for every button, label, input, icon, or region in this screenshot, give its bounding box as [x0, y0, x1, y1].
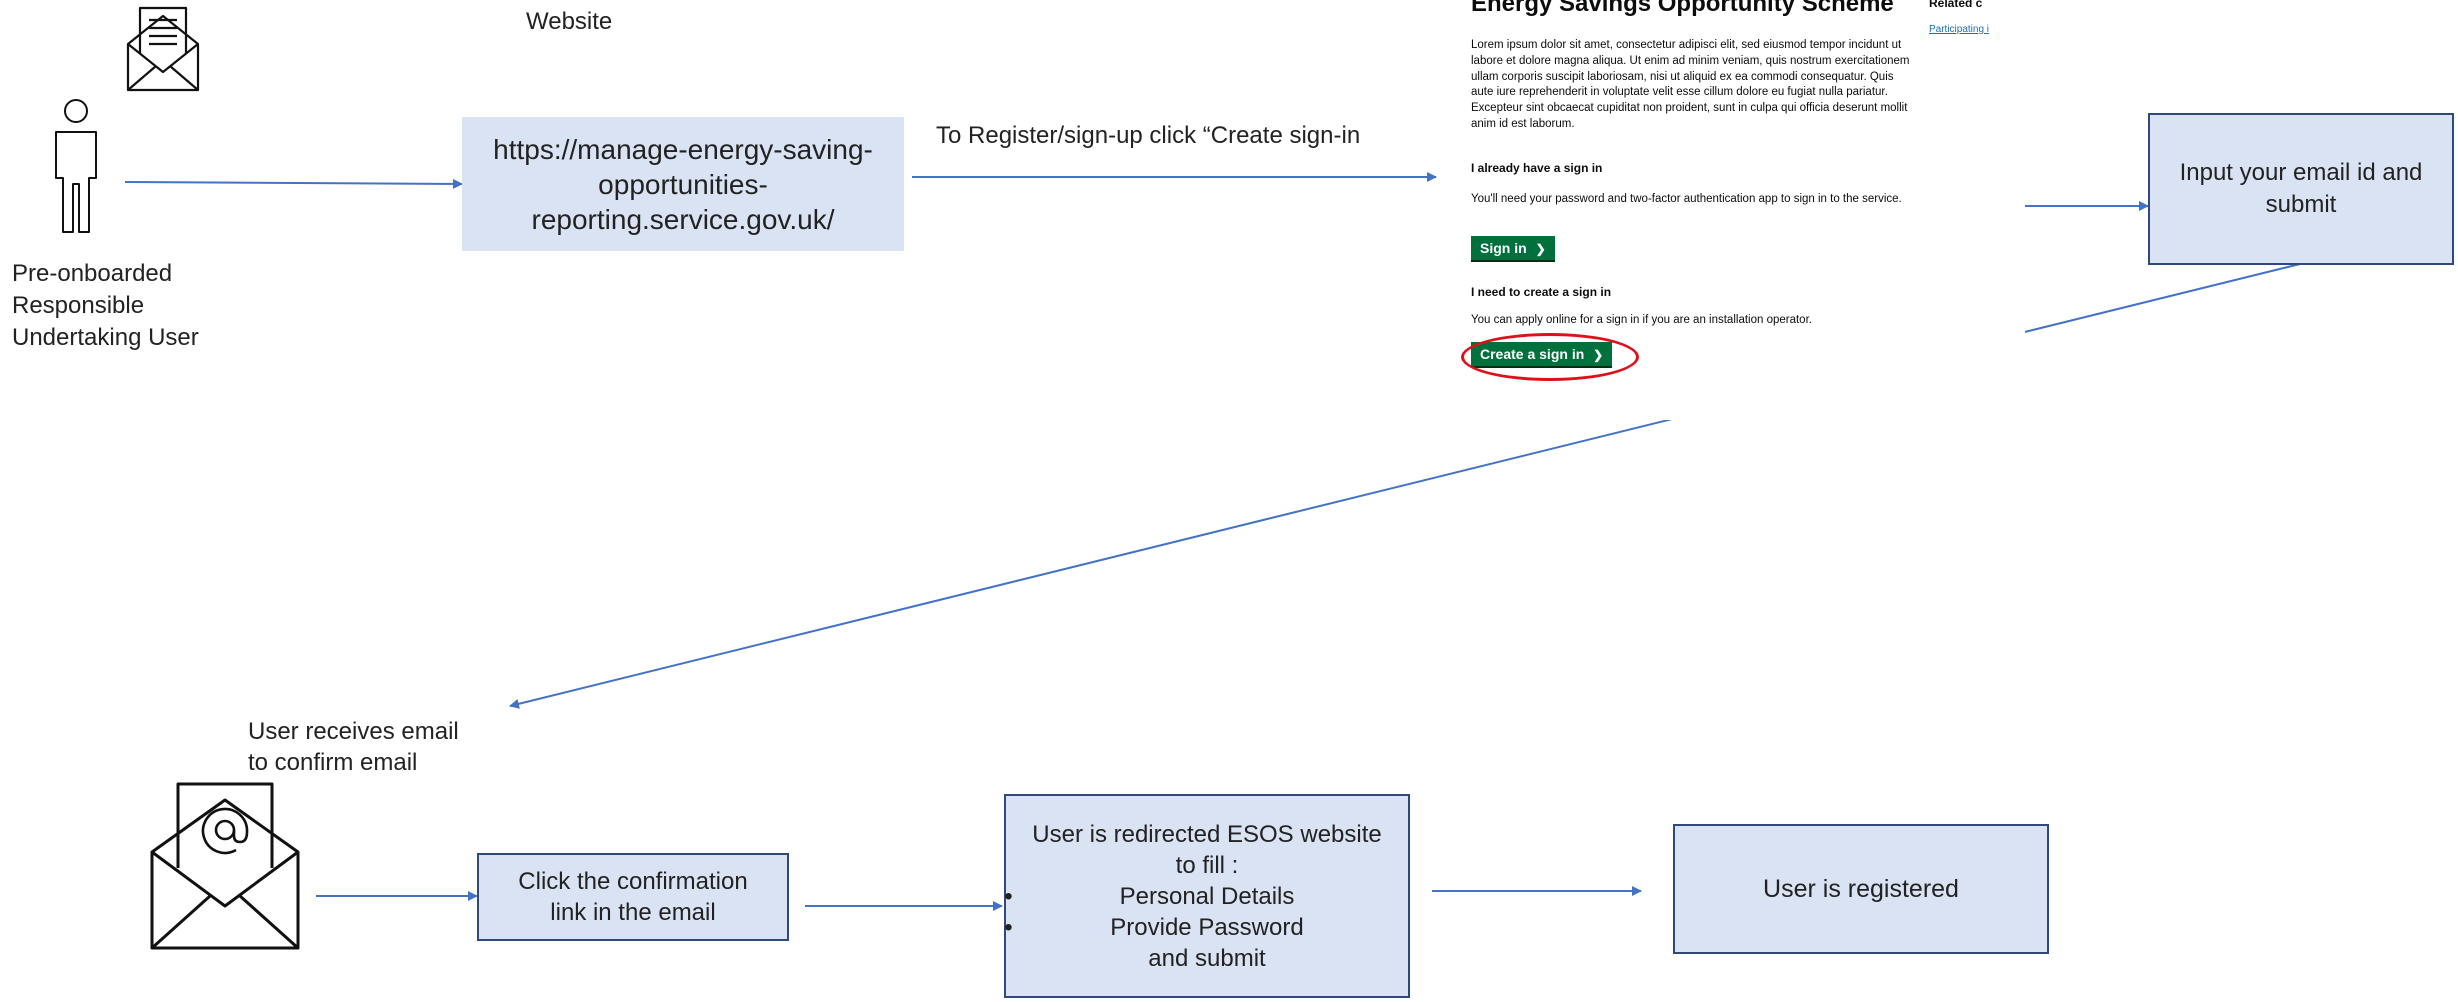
highlight-circle — [1461, 333, 1639, 381]
chevron-right-icon: ❯ — [1535, 242, 1546, 256]
input-email-box: Input your email id and submit — [2148, 113, 2454, 265]
esos-intro-text: Lorem ipsum dolor sit amet, consectetur … — [1471, 39, 1910, 130]
website-caption: Website — [526, 8, 613, 35]
redirect-box: User is redirected ESOS website to fill … — [1004, 794, 1410, 998]
registered-box: User is registered — [1673, 824, 2049, 954]
create-sign-in-heading: I need to create a sign in — [1471, 285, 1612, 299]
esos-landing-screenshot: Energy Savings Opportunity Scheme Relate… — [1455, 0, 2025, 420]
arrow-user-to-url — [124, 178, 463, 189]
arrow-input-to-receive — [509, 263, 2301, 709]
related-content-link[interactable]: Participating i — [1929, 24, 1990, 35]
register-instruction: To Register/sign-up click “Create sign-i… — [936, 122, 1361, 149]
envelope-at-icon — [150, 782, 300, 950]
click-confirmation-box: Click the confirmation link in the email — [477, 853, 789, 941]
user-caption: Pre-onboarded Responsible Undertaking Us… — [12, 260, 199, 351]
have-sign-in-text: You'll need your password and two-factor… — [1471, 193, 1902, 205]
have-sign-in-heading: I already have a sign in — [1471, 161, 1603, 175]
redirect-bullets: •Personal Details •Provide Password — [1004, 882, 1304, 941]
receives-email-caption: User receives email to confirm email — [248, 718, 459, 776]
create-sign-in-text: You can apply online for a sign in if yo… — [1471, 314, 1812, 326]
sign-in-button[interactable]: Sign in ❯ — [1471, 236, 1555, 260]
esos-page-title: Energy Savings Opportunity Scheme — [1471, 0, 1894, 17]
envelope-letter-icon — [126, 6, 200, 92]
related-content-heading: Related c — [1929, 0, 1983, 10]
url-box[interactable]: https://manage-energy-saving- opportunit… — [462, 117, 904, 251]
person-icon — [55, 99, 97, 233]
